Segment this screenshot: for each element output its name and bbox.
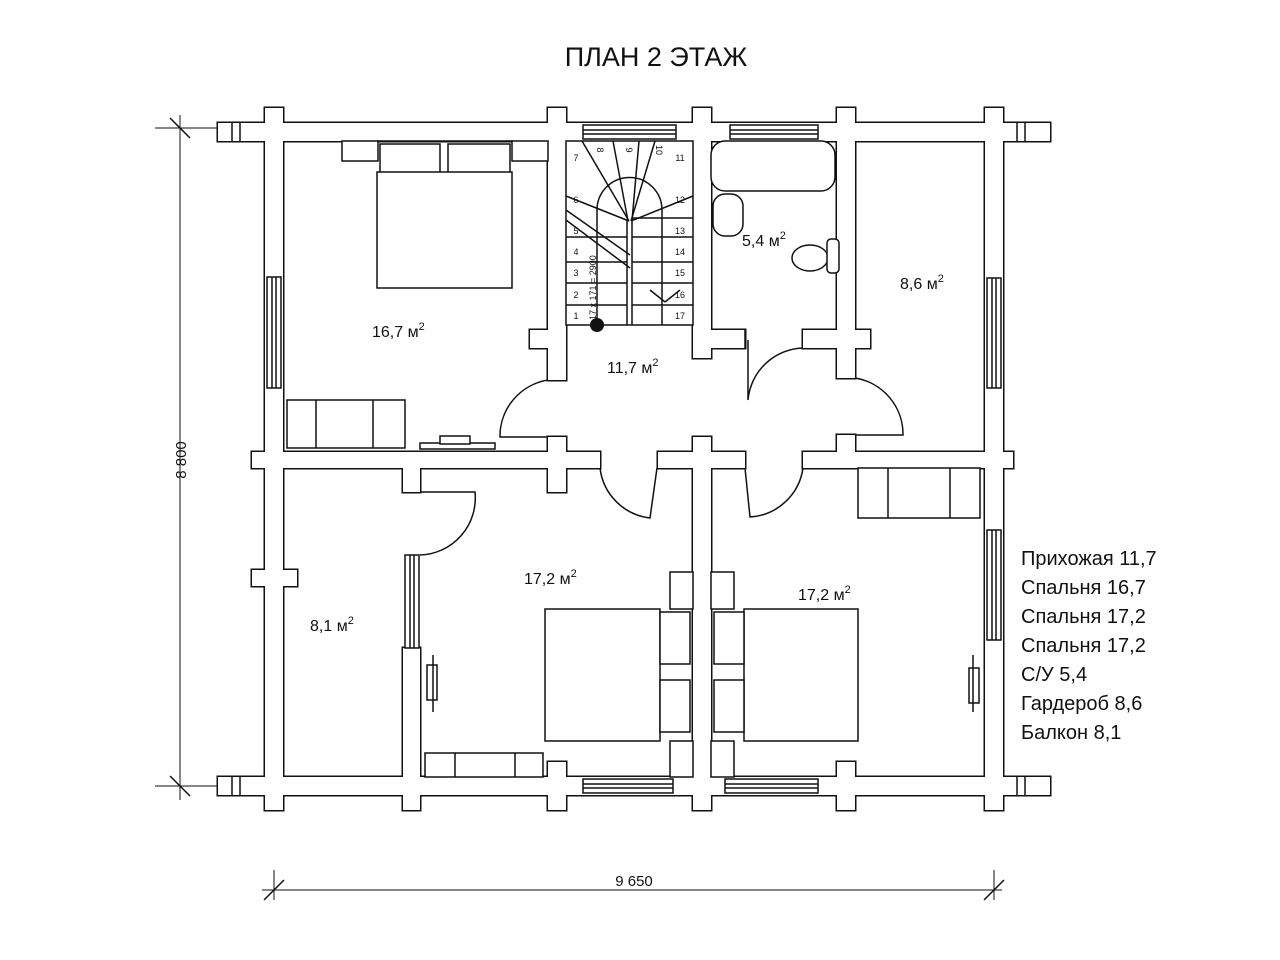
nightstand [669,740,694,778]
stair-step-number: 7 [573,153,578,163]
bathtub [710,140,836,192]
pillow [659,679,691,733]
stair-step-number: 11 [675,153,684,163]
stair-step-number: 9 [624,147,634,152]
tv [968,667,980,704]
room-area-bedroom-top: 16,7 м2 [372,321,425,341]
pillow [447,143,511,175]
stair-step-number: 8 [595,147,605,152]
window [266,276,282,389]
area-legend: Прихожая 11,7 Спальня 16,7 Спальня 17,2 … [1021,548,1157,744]
sofa [857,467,981,519]
height-label: 8 800 [173,441,190,479]
stair-step-number: 3 [573,268,578,278]
window [582,778,674,794]
toilet [791,244,829,272]
legend-item: Балкон 8,1 [1021,722,1121,744]
bed [743,608,859,742]
sofa [286,399,406,449]
nightstand [669,571,694,610]
bed [544,608,661,742]
height-dimension: 8 800 [155,115,260,800]
window [986,529,1002,641]
stair-line [612,140,629,222]
door-bath [744,330,804,401]
room-area-bedroom-right: 17,2 м2 [798,584,851,604]
legend-item: Спальня 17,2 [1021,606,1146,628]
pillow [659,611,691,665]
stair-step-number: 10 [654,145,664,155]
stair-line [565,195,630,222]
door-wardrobe [854,377,904,436]
room-area-bath: 5,4 м2 [742,230,786,250]
pillow [713,611,745,665]
stair-step-number: 1 [573,311,578,321]
window [986,277,1002,389]
pillow [713,679,745,733]
stair-step-number: 13 [675,226,685,236]
stair-line [581,140,630,222]
width-label: 9 650 [615,873,653,890]
stair-step-number: 16 [675,290,685,300]
stair-step-number: 2 [573,290,578,300]
stair-line [630,140,656,222]
pillow [379,143,441,175]
tv [439,435,471,445]
bed [376,171,513,289]
legend-item: Спальня 17,2 [1021,635,1146,657]
stair-formula: 17 x 171 = 2900 [588,255,598,320]
stair-step-number: 12 [675,195,685,205]
stair-winder [596,176,663,211]
legend-item: Гардероб 8,6 [1021,693,1142,715]
stair-step-number: 17 [675,311,685,321]
stair-line [664,289,681,303]
nightstand [710,571,735,610]
door-bedroom-top [499,379,549,438]
stair-line [631,140,640,222]
room-area-bedroom-left: 17,2 м2 [524,568,577,588]
stair-step-number: 14 [675,247,685,257]
stair-line [565,209,631,256]
stair-line [565,219,631,269]
room-area-balcony: 8,1 м2 [310,615,354,635]
plan-title: ПЛАН 2 ЭТАЖ [565,42,748,72]
nightstand [710,740,735,778]
stair-line [630,195,694,222]
legend-item: Спальня 16,7 [1021,577,1146,599]
stair-step-number: 15 [675,268,685,278]
stair-start-dot [590,318,604,332]
window [724,778,819,794]
sofa [424,752,544,778]
toilet-tank [826,238,840,274]
door-bedroom-left [599,467,658,519]
width-dimension: 9 650 [262,870,1005,901]
window [729,124,819,140]
room-area-wardrobe: 8,6 м2 [900,273,944,293]
door-balcony [419,491,477,556]
nightstand [341,140,379,162]
stair-frame [565,140,694,326]
window [404,554,420,649]
legend-item: Прихожая 11,7 [1021,548,1157,570]
sink [712,193,744,237]
nightstand [511,140,549,162]
stair-line [649,289,666,303]
tv [426,664,438,701]
door-bedroom-right [744,467,804,518]
stair-step-number: 4 [573,247,578,257]
room-area-hall: 11,7 м2 [607,357,659,377]
stair-step-number: 5 [573,226,578,236]
room-labels: 16,7 м2 11,7 м2 5,4 м2 8,6 м2 8,1 м2 17,… [310,230,944,635]
window [582,124,677,140]
legend-item: С/У 5,4 [1021,664,1087,686]
stair-step-number: 6 [573,195,578,205]
